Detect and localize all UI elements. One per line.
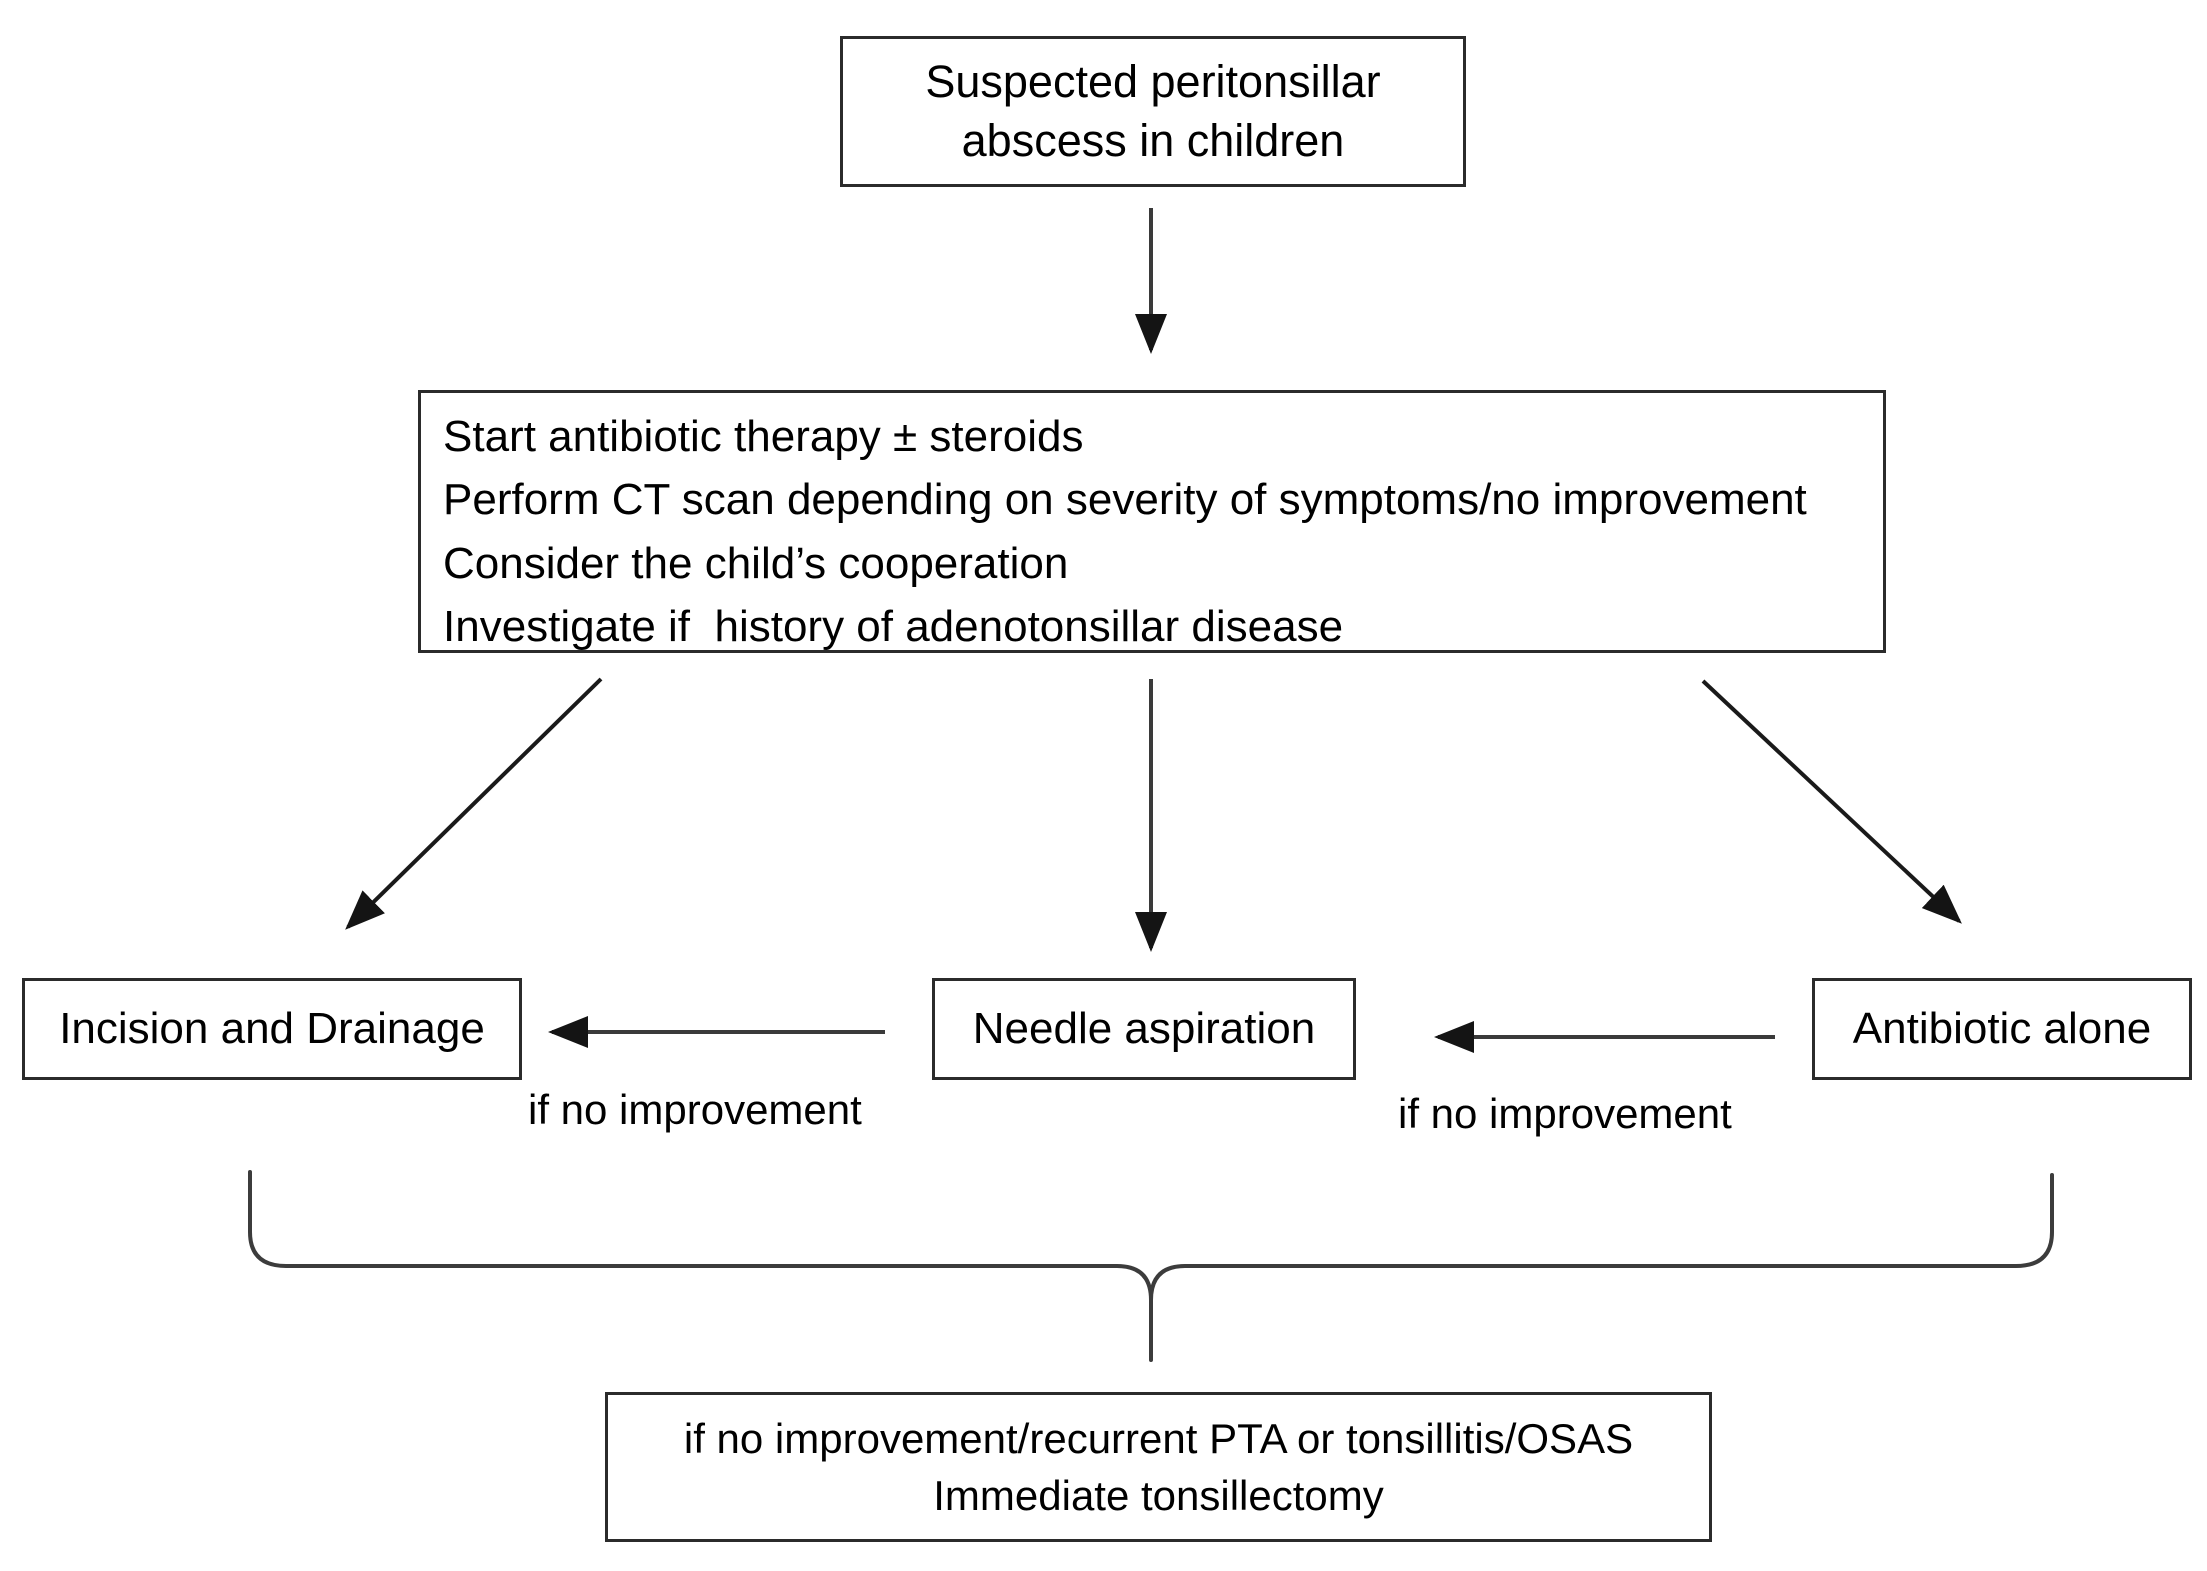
node-management-line-2: Perform CT scan depending on severity of… xyxy=(443,475,1807,525)
node-incision-label: Incision and Drainage xyxy=(59,1004,485,1054)
node-suspected-line-2: abscess in children xyxy=(961,114,1345,166)
node-antibiotic-label: Antibiotic alone xyxy=(1852,1004,2152,1054)
arrow-management-to-antibiotic xyxy=(1701,679,1962,924)
edge-label-antibiotic-to-needle: if no improvement xyxy=(1398,1090,1732,1137)
node-needle-label: Needle aspiration xyxy=(972,1004,1316,1054)
node-needle-aspiration[interactable]: Needle aspiration xyxy=(932,978,1356,1080)
node-immediate-tonsillectomy[interactable]: if no improvement/recurrent PTA or tonsi… xyxy=(605,1392,1712,1542)
grouping-brace xyxy=(248,1170,2054,1362)
node-management-line-3: Consider the child’s cooperation xyxy=(443,538,1069,588)
arrow-management-to-incision xyxy=(345,677,603,930)
node-tonsillectomy-line-1: if no improvement/recurrent PTA or tonsi… xyxy=(683,1414,1634,1462)
node-management-line-1: Start antibiotic therapy ± steroids xyxy=(443,412,1084,461)
edge-label-needle-to-incision: if no improvement xyxy=(528,1086,862,1133)
node-management-line-4: Investigate if history of adenotonsillar… xyxy=(443,602,1344,652)
node-suspected-line-1: Suspected peritonsillar xyxy=(925,56,1381,107)
node-incision-and-drainage[interactable]: Incision and Drainage xyxy=(22,978,522,1080)
node-suspected-abscess[interactable]: Suspected peritonsillar abscess in child… xyxy=(840,36,1466,187)
node-management-steps[interactable]: Start antibiotic therapy ± steroids Perf… xyxy=(418,390,1886,653)
node-tonsillectomy-line-2: Immediate tonsillectomy xyxy=(933,1472,1384,1519)
node-antibiotic-alone[interactable]: Antibiotic alone xyxy=(1812,978,2192,1080)
